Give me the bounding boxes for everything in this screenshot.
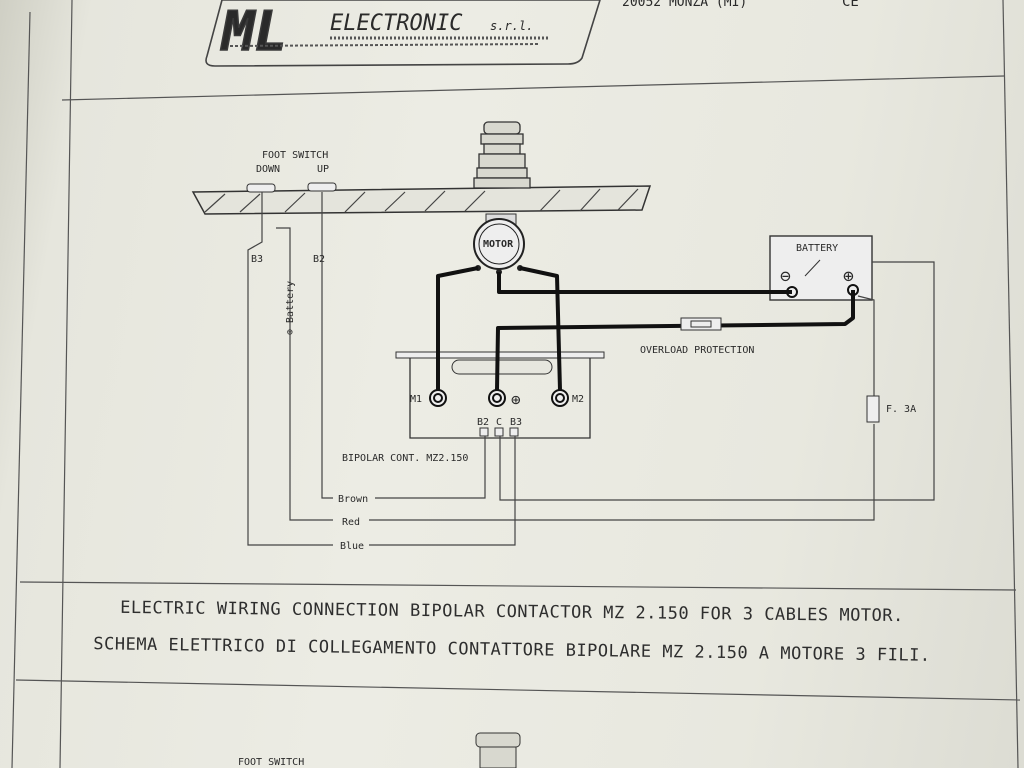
wire-battery-plus-label: ⊕ Battery xyxy=(285,281,296,335)
logo-mark: ML xyxy=(220,0,287,63)
battery-plus-icon: ⊕ xyxy=(843,266,854,287)
brand-suffix: s.r.l. xyxy=(490,19,533,33)
overload-label: OVERLOAD PROTECTION xyxy=(640,345,754,356)
terminal-c-label: C xyxy=(496,417,502,428)
terminal-m1-label: M1 xyxy=(410,394,422,405)
fuse-label: F. 3A xyxy=(886,404,916,415)
contactor-label: BIPOLAR CONT. MZ2.150 xyxy=(342,453,468,464)
bipolar-contactor: M1 M2 ⊕ B2 C B3 BIPOLAR CONT. MZ2.150 xyxy=(342,351,605,464)
next-panel-foot-switch-label: FOOT SWITCH xyxy=(238,757,304,768)
terminal-b2-label: B2 xyxy=(477,417,489,428)
next-panel-fragment: FOOT SWITCH xyxy=(238,732,521,768)
header-logo: ML ELECTRONIC s.r.l. 20052 MONZA (MI) CE xyxy=(205,0,859,67)
wire-red-label: Red xyxy=(342,517,360,528)
brand-name: ELECTRONIC xyxy=(330,11,463,36)
battery-minus-icon: ⊖ xyxy=(780,266,791,287)
motor-label: MOTOR xyxy=(483,239,514,250)
up-label: UP xyxy=(317,164,329,175)
battery-label: BATTERY xyxy=(796,243,838,254)
page-frame xyxy=(11,0,1021,768)
windlass-icon xyxy=(473,121,531,189)
down-label: DOWN xyxy=(256,164,280,175)
terminal-m2-label: M2 xyxy=(572,394,584,405)
terminal-b3-label: B3 xyxy=(510,417,522,428)
fuse: F. 3A xyxy=(866,395,916,423)
address-fragment: 20052 MONZA (MI) xyxy=(622,0,747,10)
wire-blue-label: Blue xyxy=(340,541,364,552)
foot-switch-label: FOOT SWITCH xyxy=(262,150,328,161)
control-wires xyxy=(247,192,935,546)
wire-b2-label: B2 xyxy=(313,254,325,265)
power-cables xyxy=(436,266,855,391)
motor: MOTOR xyxy=(473,213,525,275)
ce-mark: CE xyxy=(842,0,859,10)
overload-protection: OVERLOAD PROTECTION xyxy=(640,317,754,356)
wire-brown-label: Brown xyxy=(338,494,368,505)
terminal-plus-icon: ⊕ xyxy=(511,390,521,409)
wire-b3-label: B3 xyxy=(251,254,263,265)
foot-switches: FOOT SWITCH DOWN UP xyxy=(246,150,337,193)
